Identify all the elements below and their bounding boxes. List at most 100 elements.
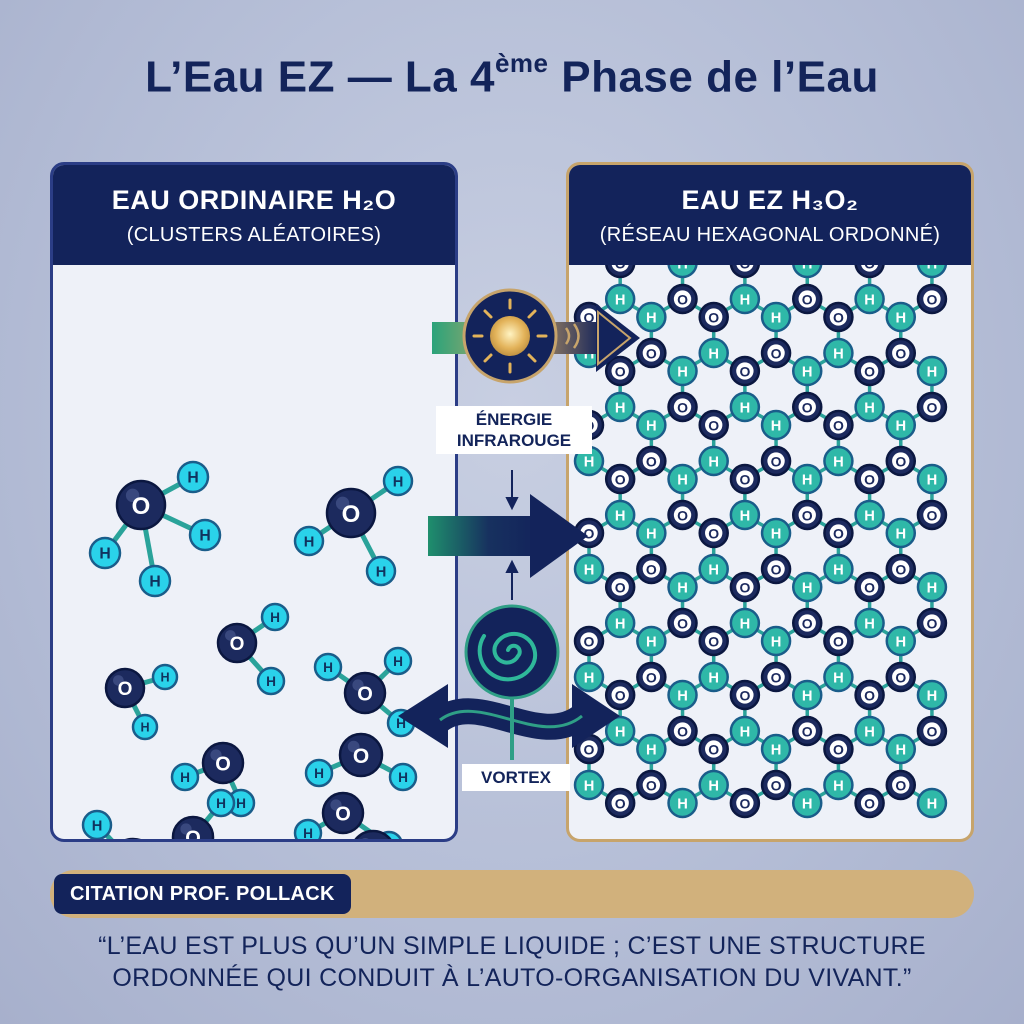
oxygen-label: O [927,615,938,631]
oxygen-core [860,686,879,704]
hydrogen-label: H [615,616,626,632]
hydrogen-atom [667,571,698,603]
hydrogen-atom [388,762,418,792]
oxygen-label: O [342,501,361,528]
hydrogen-label: H [895,742,906,758]
oxygen-core [767,668,785,686]
hydrogen-atom [636,625,667,657]
hydrogen-atom [151,663,179,691]
oxygen-core [705,632,723,650]
hydrogen-label: H [92,818,103,834]
oxygen-core [580,740,598,758]
oxygen-label: O [802,615,813,631]
oxygen-core [642,344,661,362]
hydrogen-label: H [677,580,688,596]
hydrogen-atom [604,715,636,747]
hydrogen-label: H [895,634,906,650]
oxygen-label: O [802,507,813,523]
oxygen-label: O [230,634,245,655]
hydrogen-label: H [864,616,875,632]
atom-highlight [330,799,342,811]
oxygen-label: O [584,309,595,325]
water-molecule: HHO [104,663,179,741]
atom-highlight [180,823,192,835]
oxygen-core [923,398,941,416]
hydrogen-label: H [833,670,844,686]
hydrogen-atom [729,607,761,639]
hydrogen-label: H [677,364,688,380]
oxygen-core [860,362,879,380]
oxygen-core [892,776,910,794]
oxygen-core [829,632,848,650]
hydrogen-label: H [927,472,938,488]
oxygen-core [611,578,629,596]
hydrogen-label: H [615,508,626,524]
hydrogen-label: H [199,528,210,545]
oxygen-core [860,470,879,488]
hydrogen-atom [854,715,885,747]
ez-water-header: EAU EZ H₃O₂ (RÉSEAU HEXAGONAL ORDONNÉ) [569,165,971,265]
oxygen-label: O [864,579,875,595]
hydrogen-atom [604,391,636,423]
hydrogen-atom [823,661,854,693]
hydrogen-label: H [927,688,938,704]
main-transformation-arrow [428,494,588,578]
oxygen-label: O [215,754,231,776]
water-molecule: HHO [216,602,290,696]
hydrogen-atom [573,553,605,585]
hydrogen-label: H [771,634,782,650]
hydrogen-label: H [584,778,595,794]
hydrogen-label: H [677,796,688,812]
quote-tag: CITATION PROF. POLLACK [54,874,351,914]
oxygen-core [705,308,723,326]
oxygen-core [642,668,661,686]
oxygen-label: O [739,265,750,271]
oxygen-label: O [895,345,906,361]
vortex-icon [464,604,560,700]
oxygen-core [829,524,848,542]
hydrogen-atom [823,445,854,477]
hydrogen-atom [885,301,917,333]
oxygen-label: O [771,345,782,361]
hydrogen-atom [792,265,823,279]
water-molecule: HHO [81,809,141,839]
hydrogen-atom [636,409,667,441]
oxygen-label: O [927,291,938,307]
hydrogen-atom [760,517,792,549]
oxygen-core [767,560,785,578]
hydrogen-label: H [677,265,688,272]
hydrogen-label: H [677,688,688,704]
oxygen-label: O [708,417,719,433]
oxygen-label: O [615,795,626,811]
hydrogen-atom [916,787,948,819]
hydrogen-atom [698,553,729,585]
hydrogen-label: H [140,721,149,735]
hydrogen-label: H [149,574,160,591]
hydrogen-label: H [376,564,387,580]
oxygen-core [611,362,629,380]
hydrogen-atom [667,463,698,495]
hydrogen-label: H [584,346,595,362]
hydrogen-label: H [740,616,751,632]
oxygen-label: O [739,471,750,487]
random-clusters-diagram: HHHHOHHHOHHOHHOHHHOHHOHHOHHOHOHHOHHO [81,460,418,839]
hydrogen-label: H [236,796,246,811]
oxygen-core [798,398,816,416]
hydrogen-label: H [584,670,595,686]
oxygen-core [767,452,785,470]
oxygen-label: O [118,679,133,700]
pollack-quote: “L’eau est plus qu’un simple liquide ; c… [98,932,926,992]
oxygen-core [736,686,754,704]
oxygen-label: O [584,741,595,757]
hydrogen-atom [383,646,413,676]
oxygen-core [798,614,816,632]
hydrogen-atom [791,355,823,387]
oxygen-label: O [895,561,906,577]
hydrogen-label: H [740,508,751,524]
hydrogen-label: H [584,454,595,470]
oxygen-core [736,265,754,272]
atom-highlight [113,675,124,686]
hydrogen-atom [916,463,948,495]
hydrogen-label: H [927,265,938,272]
